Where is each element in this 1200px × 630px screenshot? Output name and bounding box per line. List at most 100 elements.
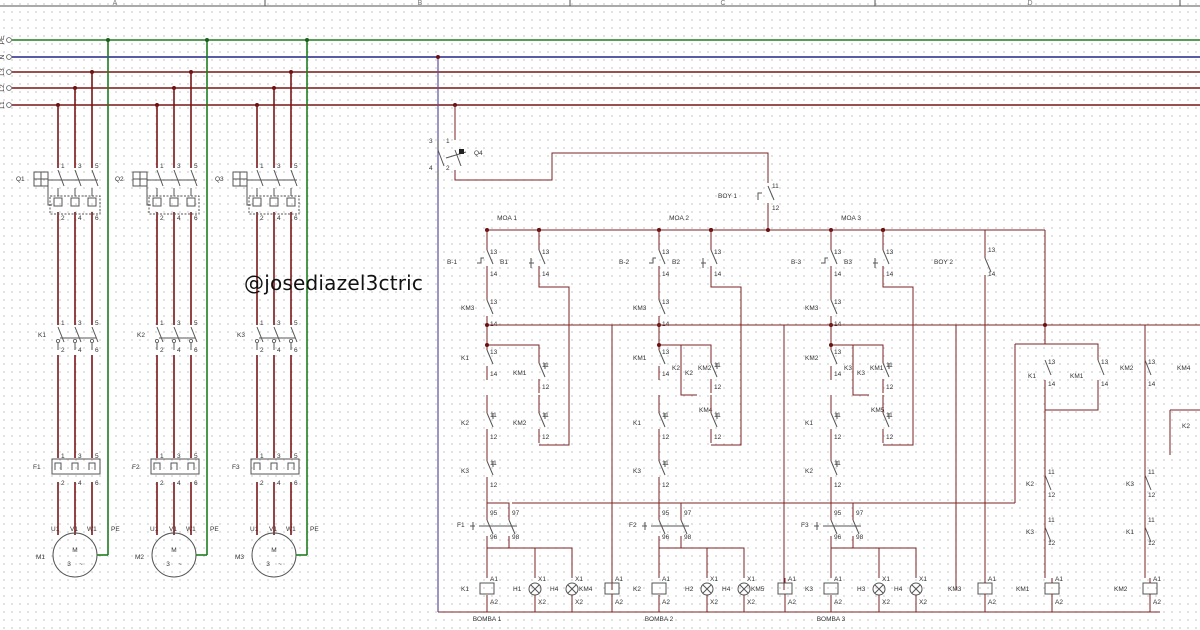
terminal-label: 13	[542, 249, 550, 256]
breaker-handle-icon	[233, 172, 247, 186]
thermal-label: F2	[629, 522, 637, 529]
terminal-label: 3	[177, 453, 181, 460]
terminal-label: 11	[886, 362, 893, 369]
hold-contact	[658, 349, 666, 365]
motor-symbol	[151, 532, 197, 578]
watermark: @josediazel3ctric	[244, 271, 424, 295]
terminal-label: A1	[662, 576, 670, 583]
terminal-label: 2	[260, 480, 264, 487]
overload-label: F3	[232, 464, 240, 471]
pushbutton-actuator	[529, 258, 534, 268]
interlock-nc-contact	[538, 412, 546, 428]
terminal-label: 11	[714, 412, 721, 419]
motor-phase-count: 3	[166, 561, 170, 568]
contactor-contact-dot	[288, 338, 293, 343]
coil-label: K3	[805, 586, 813, 593]
contact-label: K3	[1126, 481, 1134, 488]
motor-ac-symbol: ~	[178, 561, 182, 568]
breaker-trip-element	[70, 197, 80, 207]
pump-label: BOMBA 1	[473, 616, 502, 623]
terminal-label: 2	[160, 347, 164, 354]
contact-label: KM1	[633, 355, 647, 362]
pilot-lamp-icon	[739, 584, 749, 594]
overload-element	[270, 462, 278, 470]
terminal-label: 98	[684, 534, 692, 541]
terminal-label: A1	[834, 576, 842, 583]
contactor-contact-dot	[90, 338, 95, 343]
contact-label: K2	[461, 420, 469, 427]
terminal-label: A2	[615, 599, 623, 606]
selector-actuator	[649, 257, 656, 264]
q4-label: Q4	[474, 150, 483, 157]
terminal-label: 4	[277, 215, 281, 222]
selector-contact	[658, 249, 666, 265]
terminal-label: 14	[988, 271, 996, 278]
control-wire	[538, 280, 570, 446]
motor-symbol	[52, 532, 98, 578]
terminal-label: 13	[1101, 359, 1109, 366]
terminal-label: 1	[61, 320, 65, 327]
breaker-trip-element	[169, 197, 179, 207]
pump-label: BOMBA 2	[645, 616, 674, 623]
terminal-label: 14	[662, 371, 670, 378]
contactor-contact-dot	[154, 338, 159, 343]
terminal-label: 11	[1148, 517, 1155, 524]
control-wire	[658, 513, 682, 520]
hold-contact	[1044, 359, 1052, 376]
branch-junction	[485, 343, 489, 347]
terminal-label: 4	[78, 215, 82, 222]
contactor-contact-dot	[271, 338, 276, 343]
motor-letter: M	[271, 547, 276, 554]
contactor-contact	[290, 326, 298, 350]
contactor-label: K1	[38, 332, 46, 339]
interlock-nc-contact	[486, 412, 494, 428]
interlock-nc-contact	[710, 412, 718, 428]
terminal-label: A1	[1055, 576, 1063, 583]
terminal-label: 12	[714, 384, 722, 391]
contactor-contact	[273, 326, 281, 350]
rail-label: L3	[0, 68, 6, 76]
terminal-label: 4	[277, 347, 281, 354]
terminal-label: 13	[1048, 359, 1056, 366]
control-wire	[1169, 409, 1200, 455]
breaker-contact	[190, 169, 198, 196]
terminal-label: 13	[662, 249, 670, 256]
pilot-lamp-icon	[567, 584, 577, 594]
contactor-contact-dot	[188, 338, 193, 343]
contactor-contact-dot	[171, 338, 176, 343]
grid-column-label: A	[113, 0, 118, 7]
terminal-label: 11	[834, 460, 841, 467]
neutral-junction	[436, 55, 440, 59]
coil-label: KM4	[579, 586, 593, 593]
overload-relay	[250, 458, 300, 475]
contact-label: K3	[461, 468, 469, 475]
terminal-label: 3	[429, 138, 433, 145]
breaker-trip-element	[286, 197, 296, 207]
terminal-label: 4	[177, 215, 181, 222]
terminal-label: 12	[490, 434, 498, 441]
contact-label: K2	[685, 370, 693, 377]
terminal-label: 96	[490, 534, 498, 541]
contact-label: KM2	[805, 355, 819, 362]
selector-actuator	[477, 257, 484, 264]
terminal-label: 12	[662, 434, 670, 441]
terminal-label: 12	[1048, 540, 1056, 547]
q4-contact	[437, 149, 445, 167]
control-wire	[508, 536, 536, 578]
terminal-label: 14	[490, 271, 498, 278]
selector-label: B-1	[447, 259, 458, 266]
nc-contact	[1044, 474, 1052, 543]
nc-contact	[1144, 474, 1152, 543]
terminal-label: 3	[277, 320, 281, 327]
terminal-label: X1	[919, 576, 927, 583]
terminal-label: 98	[856, 534, 864, 541]
thermal-label: F3	[801, 522, 809, 529]
coil-label: KM3	[948, 586, 962, 593]
terminal-label: 2	[61, 347, 65, 354]
control-bus-junction	[766, 228, 770, 232]
overload-relay	[51, 458, 101, 475]
terminal-label: 13	[886, 249, 894, 256]
terminal-label: 12	[886, 434, 894, 441]
coil-symbol	[777, 582, 793, 595]
